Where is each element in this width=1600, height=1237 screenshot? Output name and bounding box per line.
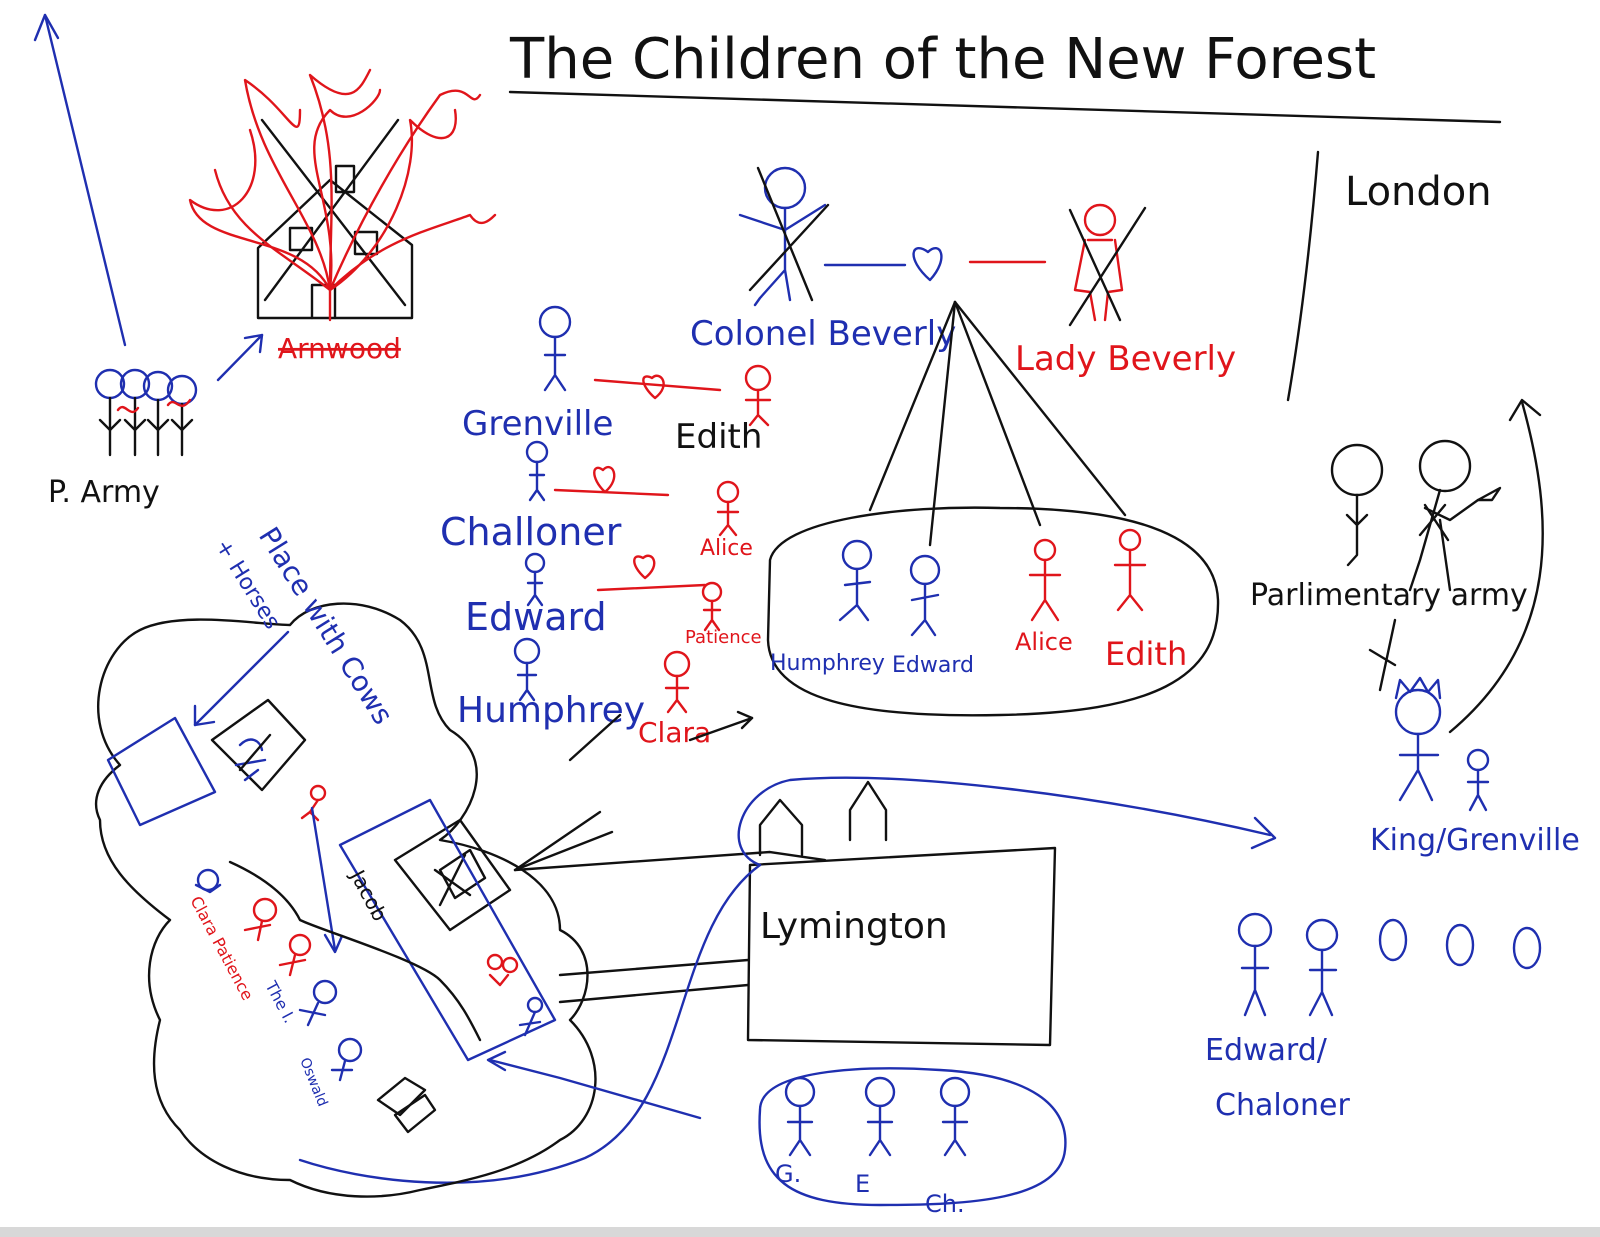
forest-blue-figure (196, 870, 220, 892)
colonel-beverly-label: Colonel Beverly (690, 314, 956, 354)
prisoner-head (1380, 920, 1406, 960)
child-edith-label: Edith (1105, 635, 1187, 673)
page-title: The Children of the New Forest (509, 27, 1376, 92)
army-to-arnwood-arrow (218, 335, 262, 380)
lady-beverly-label: Lady Beverly (1015, 339, 1236, 379)
child-alice-label: Alice (1015, 628, 1073, 656)
edward-label: Edward (465, 595, 607, 639)
heart-icon (634, 556, 654, 578)
edward-slash-label: Edward/ (1205, 1033, 1328, 1068)
edward-patience-line (598, 585, 705, 590)
heart-icon (914, 248, 942, 280)
blue-figures-group (520, 998, 542, 1035)
child-humphrey-label: Humphrey (770, 651, 885, 676)
colonel-beverly-figure (740, 168, 828, 305)
alice-label: Alice (700, 536, 753, 561)
patience-label: Patience (685, 627, 762, 648)
grenville-label: Grenville (462, 404, 613, 444)
clara-figure (665, 652, 689, 712)
chaloner-label: Chaloner (1215, 1088, 1351, 1123)
g-label: G. (775, 1160, 801, 1188)
arnwood-house (258, 120, 412, 318)
heart-icon (643, 376, 663, 398)
gec-group (760, 1068, 1066, 1205)
red-heads-group (488, 955, 517, 985)
grenville-figure (540, 307, 570, 390)
children-group (768, 508, 1218, 716)
humphrey-label: Humphrey (457, 690, 645, 731)
challoner-alice-line (555, 490, 668, 495)
prisoner-head (1447, 925, 1473, 965)
long-arrow-head (35, 15, 58, 40)
long-arrow (45, 15, 125, 345)
chaloner-london-figure (1307, 920, 1337, 1015)
children-to-cottage-arrow (515, 852, 825, 870)
p-army-figures (96, 370, 196, 455)
arnwood-label: Arnwood (278, 332, 401, 365)
patience-figure (703, 583, 721, 630)
edward-london-figure (1239, 914, 1271, 1015)
e-label: E (855, 1170, 870, 1198)
king-figure (1396, 678, 1440, 800)
oswald-label: Oswald (296, 1056, 330, 1109)
the-i-label: The I. (261, 977, 299, 1026)
child-edward-figure (911, 556, 939, 635)
cottage-arrowhead (515, 812, 612, 870)
title-underline (510, 92, 1500, 122)
clara-patience-label: Clara Patience (186, 893, 257, 1003)
parliamentary-soldiers (1332, 441, 1500, 590)
prisoner-head (1514, 928, 1540, 968)
forest-red-kids (245, 899, 310, 975)
jacob-house (395, 820, 510, 930)
edith-label: Edith (675, 417, 762, 457)
child-alice-figure (1030, 540, 1060, 620)
jacob-label: Jacob (345, 864, 393, 925)
challoner-label: Challoner (440, 510, 622, 554)
heart-icon (594, 467, 614, 492)
london-label: London (1345, 169, 1492, 215)
g-figure (786, 1078, 814, 1155)
lymington-label: Lymington (760, 906, 948, 947)
alice-figure (718, 482, 738, 535)
e-figure (866, 1078, 894, 1155)
forest-cottage (108, 700, 305, 825)
lymington-houses (760, 782, 886, 855)
jacob-area (340, 800, 555, 1060)
ch-figure (941, 1078, 969, 1155)
cows-arrow (195, 632, 288, 725)
grenville-london-figure (1468, 750, 1488, 810)
child-edith-figure (1115, 530, 1145, 610)
child-edward-label: Edward (892, 653, 974, 678)
king-strike (1370, 620, 1395, 690)
parliamentary-army-label: Parlimentary army (1250, 578, 1528, 613)
scan-bottom-edge (0, 1227, 1600, 1237)
london-divider (1288, 152, 1318, 400)
lady-beverly-figure (1070, 205, 1145, 325)
ch-label: Ch. (925, 1190, 965, 1218)
king-grenville-label: King/Grenville (1370, 823, 1580, 858)
p-army-label: P. Army (48, 475, 160, 510)
child-humphrey-figure (840, 541, 871, 620)
forest-small-house (378, 1078, 435, 1132)
grenville-edith-line (595, 380, 720, 390)
clara-label: Clara (638, 716, 711, 749)
challoner-figure (527, 442, 547, 500)
